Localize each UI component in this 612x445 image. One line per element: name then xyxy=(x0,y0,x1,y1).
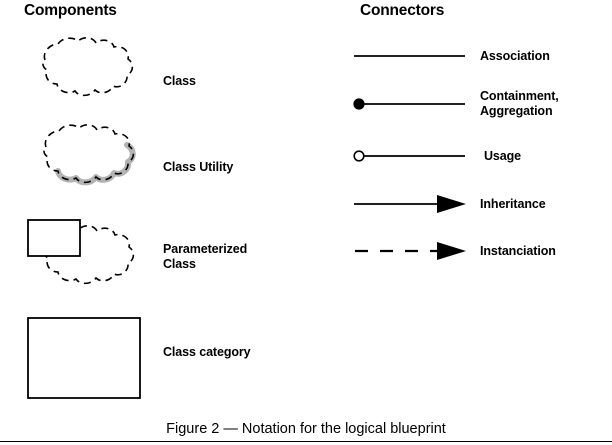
component-label-class-category: Class category xyxy=(163,345,251,359)
connectors-column-heading: Connectors xyxy=(360,2,445,19)
figure-bottom-rule xyxy=(0,441,612,442)
usage-connector-icon xyxy=(353,150,465,162)
connector-label-inheritance: Inheritance xyxy=(480,197,546,211)
class-dashed-cloud-icon xyxy=(42,37,134,97)
connector-label-usage: Usage xyxy=(484,149,522,163)
connector-label-instanciation: Instanciation xyxy=(480,244,556,258)
component-label-parameterized-class: Parameterized Class xyxy=(163,242,248,271)
class-category-rectangle-icon xyxy=(27,317,141,399)
component-label-class-utility: Class Utility xyxy=(163,160,234,174)
inheritance-connector-icon xyxy=(354,195,466,213)
figure-caption: Figure 2 — Notation for the logical blue… xyxy=(166,421,446,437)
connector-label-association: Association xyxy=(480,49,550,63)
parameterized-class-parameter-box xyxy=(27,219,81,257)
class-utility-dashed-cloud-shadow-icon xyxy=(43,124,136,186)
containment-aggregation-connector-icon xyxy=(353,98,465,110)
connector-label-containment-aggregation: Containment, Aggregation xyxy=(480,89,559,118)
parameterized-class-icon xyxy=(27,219,135,285)
component-label-class: Class xyxy=(163,74,196,88)
components-column-heading: Components xyxy=(24,2,117,19)
instanciation-connector-icon xyxy=(355,242,466,260)
